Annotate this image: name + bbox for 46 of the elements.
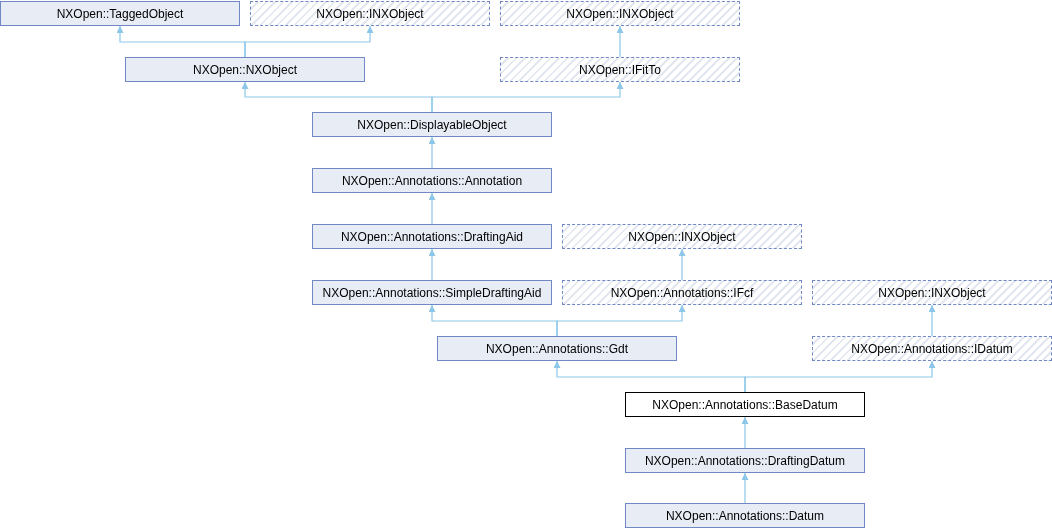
class-box — [0, 1, 240, 26]
class-box — [625, 448, 865, 473]
class-box — [625, 392, 865, 417]
interface-box — [812, 336, 1052, 361]
class-box — [312, 112, 552, 137]
class-box — [437, 336, 677, 361]
class-name: NXOpen::Annotations::Annotation — [341, 173, 523, 188]
inheritance-arrow — [244, 25, 374, 58]
class-box — [312, 168, 552, 193]
class-name: NXOpen::TaggedObject — [56, 6, 184, 21]
class-name: NXOpen::Annotations::Datum — [665, 508, 825, 523]
class-name: NXOpen::Annotations::SimpleDraftingAid — [322, 285, 542, 300]
class-name: NXOpen::INXObject — [628, 229, 736, 244]
class-name: NXOpen::NXObject — [192, 62, 297, 77]
class-box — [625, 503, 865, 528]
interface-box — [812, 280, 1052, 305]
interface-box — [562, 224, 802, 249]
interface-box — [562, 280, 802, 305]
class-name: NXOpen::Annotations::IDatum — [851, 341, 1013, 356]
inheritance-arrow — [556, 304, 686, 337]
class-box — [125, 57, 365, 82]
inheritance-arrow — [928, 304, 936, 337]
class-name: NXOpen::DisplayableObject — [357, 117, 507, 132]
class-name: NXOpen::IFitTo — [579, 62, 661, 77]
inheritance-arrow — [616, 25, 624, 58]
inheritance-arrow — [431, 81, 624, 113]
inheritance-arrow — [428, 136, 436, 169]
inheritance-arrow — [428, 192, 436, 225]
class-name: NXOpen::Annotations::BaseDatum — [652, 397, 838, 412]
inheritance-arrow — [741, 472, 749, 504]
inheritance-arrow — [678, 248, 686, 281]
interface-box — [500, 57, 740, 82]
interface-box — [500, 1, 740, 26]
class-name: NXOpen::Annotations::DraftingAid — [340, 229, 524, 244]
class-name: NXOpen::INXObject — [316, 6, 424, 21]
class-name: NXOpen::INXObject — [566, 6, 674, 21]
class-name: NXOpen::Annotations::Gdt — [485, 341, 629, 356]
class-name: NXOpen::INXObject — [878, 285, 986, 300]
class-name: NXOpen::Annotations::DraftingDatum — [644, 453, 846, 468]
class-box — [312, 280, 552, 305]
interface-box — [250, 1, 490, 26]
class-box — [312, 224, 552, 249]
inheritance-arrow — [744, 360, 936, 393]
class-name: NXOpen::Annotations::IFcf — [610, 285, 754, 300]
inheritance-arrow — [741, 416, 749, 449]
inheritance-arrow — [428, 248, 436, 281]
